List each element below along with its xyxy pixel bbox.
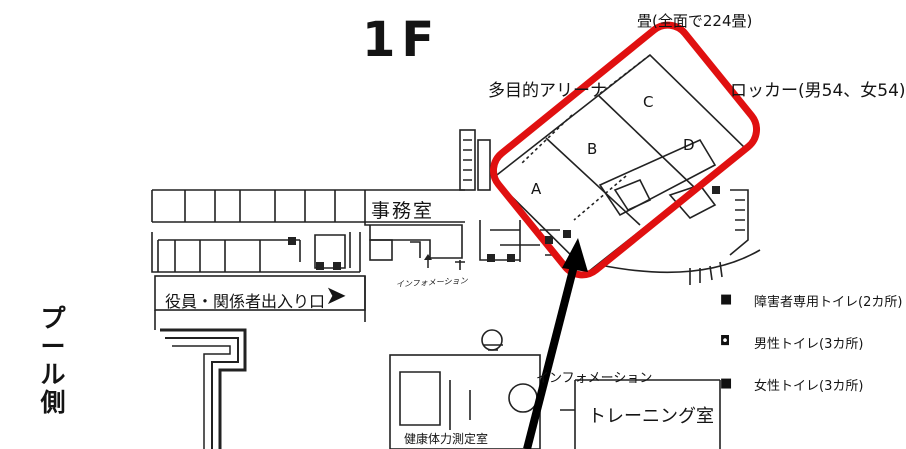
pointer-arrow bbox=[523, 261, 579, 449]
information-label-lower: インフォメーション bbox=[536, 371, 653, 386]
locker-label: ロッカー(男54、女54) bbox=[730, 81, 906, 101]
pointer-arrow-head bbox=[562, 238, 588, 272]
arena-label: 多目的アリーナ bbox=[488, 81, 607, 101]
accessible-toilet-icon: ■ bbox=[720, 292, 733, 307]
toilet-icon bbox=[563, 230, 571, 238]
training-room-label: トレーニング室 bbox=[588, 406, 714, 427]
staff-entrance-arrow-icon: ➤ bbox=[325, 281, 347, 311]
toilet-icon bbox=[316, 262, 324, 270]
zone-a-label: A bbox=[531, 180, 542, 198]
office-label: 事務室 bbox=[371, 200, 435, 222]
toilet-icon bbox=[545, 236, 553, 244]
pool-side-label: プール側 bbox=[40, 304, 66, 417]
staff-entrance-label: 役員・関係者出入り口 bbox=[165, 292, 326, 311]
toilet-icon bbox=[507, 254, 515, 262]
male-toilet-icon: ◘ bbox=[720, 334, 731, 349]
toilet-icon bbox=[333, 262, 341, 270]
zone-b-label: B bbox=[587, 140, 598, 158]
tatami-note: 畳(全面で224畳) bbox=[637, 12, 753, 30]
zone-d-label: D bbox=[683, 136, 695, 154]
legend-item-female: 女性トイレ(3カ所) bbox=[754, 379, 864, 394]
zone-c-label: C bbox=[643, 93, 654, 111]
legend-item-accessible: 障害者専用トイレ(2カ所) bbox=[754, 295, 903, 310]
highlight-outline bbox=[489, 21, 761, 279]
toilet-icon bbox=[712, 186, 720, 194]
toilet-icon bbox=[288, 237, 296, 245]
female-toilet-icon: ■ bbox=[720, 376, 733, 391]
health-room-label: 健康体力測定室 bbox=[404, 432, 489, 446]
toilet-icon bbox=[487, 254, 495, 262]
floor-label: 1F bbox=[362, 12, 441, 68]
legend-item-male: 男性トイレ(3カ所) bbox=[754, 337, 864, 352]
